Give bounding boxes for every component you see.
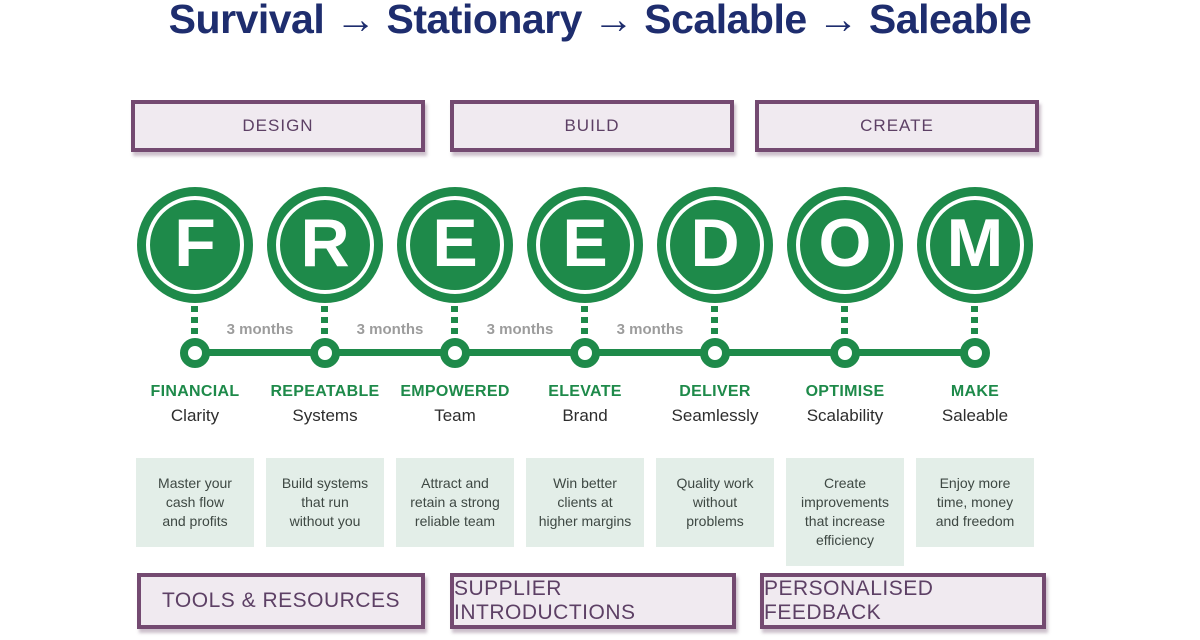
timeline-node bbox=[700, 338, 730, 368]
letter: O bbox=[818, 205, 872, 281]
timeline-node bbox=[440, 338, 470, 368]
timeline-connector bbox=[971, 306, 978, 340]
step-description-box: Enjoy more time, money and freedom bbox=[916, 458, 1034, 547]
step-label-empowered: EMPOWERED Team bbox=[380, 383, 530, 426]
step-label-financial: FINANCIAL Clarity bbox=[120, 383, 270, 426]
phase-box-label: DESIGN bbox=[242, 116, 314, 135]
step-keyword: REPEATABLE bbox=[270, 383, 380, 400]
phase-box-design: DESIGN bbox=[131, 100, 425, 152]
timeline-connector bbox=[711, 306, 718, 340]
timeline-node bbox=[830, 338, 860, 368]
support-box-label: PERSONALISED FEEDBACK bbox=[764, 577, 934, 624]
interval-label: 3 months bbox=[616, 321, 684, 338]
support-box-personalised-feedback: PERSONALISED FEEDBACK bbox=[760, 573, 1046, 629]
step-subtitle: Clarity bbox=[170, 406, 220, 425]
support-box-label: SUPPLIER INTRODUCTIONS bbox=[454, 577, 636, 624]
timeline-node bbox=[180, 338, 210, 368]
step-description-box: Master your cash flow and profits bbox=[136, 458, 254, 547]
phase-box-build: BUILD bbox=[450, 100, 734, 152]
step-keyword: OPTIMISE bbox=[805, 383, 885, 400]
support-box-label: TOOLS & RESOURCES bbox=[161, 589, 400, 612]
step-keyword: EMPOWERED bbox=[400, 383, 510, 400]
step-subtitle: Scalability bbox=[806, 406, 884, 425]
interval-label: 3 months bbox=[486, 321, 554, 338]
interval-label: 3 months bbox=[356, 321, 424, 338]
step-description-box: Quality work without problems bbox=[656, 458, 774, 547]
support-box-tools-resources: TOOLS & RESOURCES bbox=[137, 573, 425, 629]
step-subtitle: Saleable bbox=[941, 406, 1009, 425]
letter: F bbox=[174, 205, 216, 281]
timeline-connector bbox=[841, 306, 848, 340]
timeline-connector bbox=[451, 306, 458, 340]
interval-label: 3 months bbox=[226, 321, 294, 338]
letter-circle-r: R bbox=[267, 187, 383, 303]
letter: E bbox=[432, 205, 478, 281]
phase-box-create: CREATE bbox=[755, 100, 1039, 152]
letter: M bbox=[946, 205, 1004, 281]
step-label-optimise: OPTIMISE Scalability bbox=[770, 383, 920, 426]
step-subtitle: Brand bbox=[562, 406, 608, 425]
step-label-make: MAKE Saleable bbox=[900, 383, 1050, 426]
step-label-deliver: DELIVER Seamlessly bbox=[640, 383, 790, 426]
letter: D bbox=[690, 205, 740, 281]
step-description-box: Build systems that run without you bbox=[266, 458, 384, 547]
page-title: Survival → Stationary → Scalable → Salea… bbox=[168, 0, 1032, 42]
step-keyword: MAKE bbox=[950, 383, 1000, 400]
timeline-node bbox=[570, 338, 600, 368]
step-description-box: Attract and retain a strong reliable tea… bbox=[396, 458, 514, 547]
letter-circle-e1: E bbox=[397, 187, 513, 303]
step-keyword: DELIVER bbox=[679, 383, 751, 400]
step-keyword: FINANCIAL bbox=[150, 383, 240, 400]
timeline-connector bbox=[581, 306, 588, 340]
letter: R bbox=[300, 205, 350, 281]
step-subtitle: Team bbox=[434, 406, 476, 425]
letter-circle-m: M bbox=[917, 187, 1033, 303]
timeline-connector bbox=[321, 306, 328, 340]
step-subtitle: Systems bbox=[292, 406, 358, 425]
step-label-repeatable: REPEATABLE Systems bbox=[250, 383, 400, 426]
step-description-box: Win better clients at higher margins bbox=[526, 458, 644, 547]
step-label-elevate: ELEVATE Brand bbox=[510, 383, 660, 426]
letter: E bbox=[562, 205, 608, 281]
letter-circle-f: F bbox=[137, 187, 253, 303]
phase-box-label: CREATE bbox=[860, 116, 934, 135]
step-description-box: Create improvements that increase effici… bbox=[786, 458, 904, 566]
letter-circle-o: O bbox=[787, 187, 903, 303]
support-box-supplier-introductions: SUPPLIER INTRODUCTIONS bbox=[450, 573, 736, 629]
step-subtitle: Seamlessly bbox=[671, 406, 759, 425]
timeline-connector bbox=[191, 306, 198, 340]
timeline-node bbox=[310, 338, 340, 368]
letter-circle-d: D bbox=[657, 187, 773, 303]
timeline-node bbox=[960, 338, 990, 368]
step-keyword: ELEVATE bbox=[548, 383, 622, 400]
letter-circle-e2: E bbox=[527, 187, 643, 303]
phase-box-label: BUILD bbox=[564, 116, 620, 135]
